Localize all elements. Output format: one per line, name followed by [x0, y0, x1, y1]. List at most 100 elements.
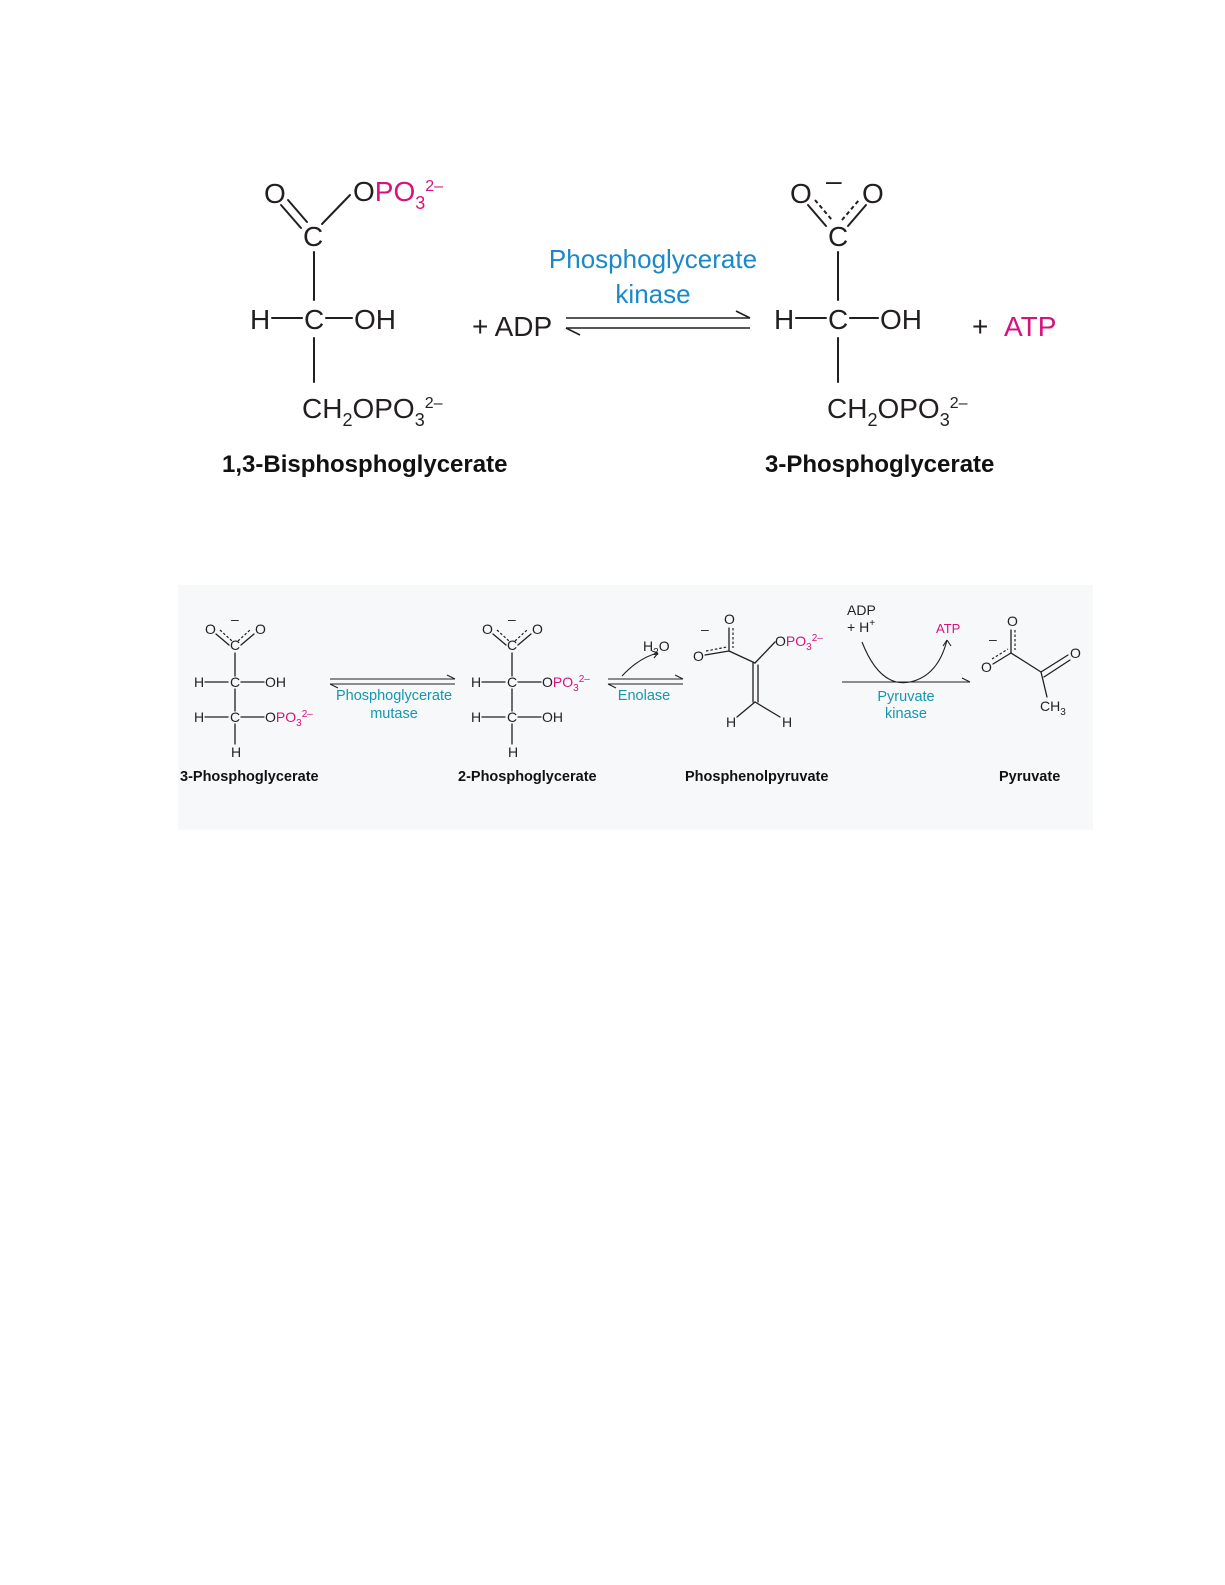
bisphosphoglycerate-structure: O OPO32– C H C OH CH2OPO32– [250, 176, 443, 430]
atom-minus: – [231, 611, 239, 627]
forward-arrow-head [735, 310, 751, 319]
group-ch3: CH3 [1040, 698, 1066, 718]
atom-o: O [1070, 645, 1081, 661]
bond-co-solid [807, 204, 827, 227]
water-arrow-head-b [653, 652, 659, 659]
o-label: O [265, 709, 276, 725]
pg3-label: 3-Phosphoglycerate [180, 769, 319, 785]
o-label: O [775, 633, 786, 649]
bond-dash [496, 629, 510, 642]
atom-o: O [264, 178, 286, 209]
atom-o: O [255, 621, 266, 637]
sub-2: 2 [867, 410, 877, 430]
equilibrium-arrow-mutase [329, 674, 456, 689]
equilibrium-arrow-1 [565, 310, 751, 336]
sub-3: 3 [940, 410, 950, 430]
plus-h: + H [847, 619, 869, 635]
atom-o: O [724, 611, 735, 627]
charge-2minus: 2– [425, 178, 443, 195]
atom-h: H [250, 304, 270, 335]
atom-c: C [507, 674, 517, 690]
atp-label: ATP [936, 621, 960, 636]
bond-c-o-left [992, 652, 1012, 665]
h-plus-label: + H+ [847, 618, 875, 635]
enzyme-enolase: Enolase [618, 688, 670, 704]
pyruvate-kinase-arrow [842, 639, 971, 684]
bond-c-o-left-dash [705, 646, 728, 652]
bond-co-double-a [280, 204, 302, 229]
enzyme-pyruvate-kinase-line2: kinase [885, 706, 927, 722]
cofactor-head-b [946, 639, 952, 647]
atom-o: O [693, 648, 704, 664]
bisphosphoglycerate-label: 1,3-Bisphosphoglycerate [222, 451, 507, 478]
atom-minus: – [701, 621, 709, 637]
charge: 2– [950, 395, 968, 412]
opo-label: OPO [877, 393, 939, 424]
bond-dash [237, 629, 251, 642]
atom-c-central: C [828, 304, 848, 335]
atom-o: O [205, 621, 216, 637]
bond-c-c [1010, 652, 1042, 673]
phosphoglycerate-label: 3-Phosphoglycerate [765, 451, 994, 478]
bond [492, 633, 507, 646]
bond-co-dash-left [814, 199, 833, 221]
bond-c-o-double-a [1040, 654, 1069, 673]
bond-c-o-left-dash [991, 648, 1009, 660]
atom-oh: OH [880, 304, 922, 335]
group-opo3: OPO32– [542, 674, 590, 694]
bond-c-o-left [704, 650, 730, 656]
atom-c: C [230, 674, 240, 690]
group-ch2opo3: CH2OPO32– [827, 393, 968, 430]
forward-head [446, 674, 456, 680]
pg2-structure: O – O C H C OPO32– H C OH H [471, 611, 590, 760]
bond-co-dash-right [841, 199, 860, 221]
bond-c-o [321, 194, 351, 225]
bond-co-solid-right [847, 204, 867, 227]
sub-3: 3 [1060, 707, 1066, 718]
enzyme-phosphoglycerate-kinase-line1: Phosphoglycerate [549, 244, 757, 274]
h-label: H [643, 638, 653, 654]
atom-c: C [507, 709, 517, 725]
atom-o-label: O [353, 176, 375, 207]
phosphoglycerate-structure: O – O C H C OH CH2OPO32– [774, 165, 968, 430]
sub-2: 2 [342, 410, 352, 430]
bond [517, 633, 532, 646]
atom-c-carboxylate: C [828, 221, 848, 252]
po-label: PO [276, 709, 296, 725]
enzyme-phosphoglycerate-kinase-line2: kinase [615, 279, 690, 309]
pep-structure: – O O OPO32– H H [693, 611, 823, 730]
reaction-2: O – O C H C OH H C OPO32– H 3-Phosphogly… [180, 602, 1081, 785]
o-label: O [542, 674, 553, 690]
atom-h: H [194, 709, 204, 725]
water-arrow-head-a [651, 650, 659, 654]
atom-h: H [726, 714, 736, 730]
plus-sup: + [869, 618, 875, 629]
charge: 2– [302, 709, 314, 720]
bond-c-o-phos [754, 641, 776, 664]
sub-3b: 3 [415, 410, 425, 430]
forward-head [674, 674, 684, 680]
water-label: H2O [643, 638, 670, 658]
cofactor-curve [861, 639, 948, 684]
charge: 2– [812, 633, 824, 644]
sub-3: 3 [806, 642, 812, 653]
bond [215, 633, 230, 646]
reverse-head [329, 683, 339, 689]
bond-c-h-right [754, 701, 781, 718]
adp-label: ADP [847, 602, 876, 618]
atom-o2: O [862, 178, 884, 209]
atom-c: C [230, 637, 240, 653]
atom-h: H [231, 744, 241, 760]
bond [240, 633, 255, 646]
plus-sign: + [972, 311, 988, 342]
o-label: O [659, 638, 670, 654]
atom-o: O [482, 621, 493, 637]
sub-3: 3 [415, 193, 425, 213]
pg3-structure: O – O C H C OH H C OPO32– H [194, 611, 313, 760]
atom-o: O [532, 621, 543, 637]
ch-label: CH [827, 393, 867, 424]
atom-oh: OH [354, 304, 396, 335]
cofactor-head-a [942, 639, 948, 647]
equilibrium-arrow-enolase [607, 650, 684, 689]
atom-c: C [507, 637, 517, 653]
